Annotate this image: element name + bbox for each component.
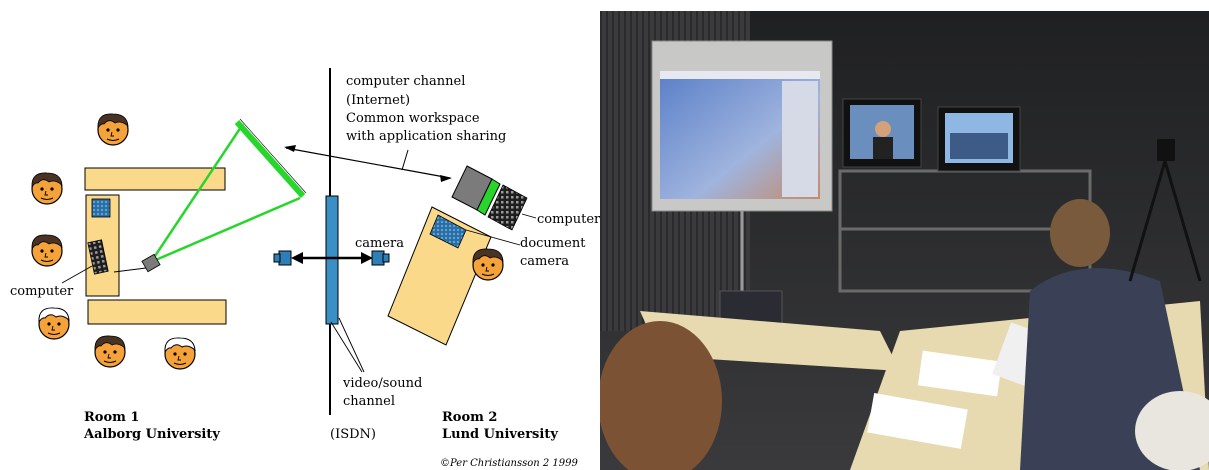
monitor-left-person — [875, 121, 891, 137]
paper-sheet — [917, 350, 1002, 397]
room1-title: Room 1 — [84, 410, 139, 425]
room1-university: Aalborg University — [83, 427, 220, 442]
room2-document-pad — [429, 214, 467, 249]
person-icon — [472, 248, 504, 281]
paper-sheet — [867, 392, 968, 449]
arrowhead-right-icon — [440, 175, 452, 182]
monitor-left-person-body — [873, 137, 893, 159]
person-right-head — [1050, 199, 1110, 267]
tripod-camera — [1157, 139, 1175, 161]
person-foreground-head — [600, 321, 722, 470]
room2-title: Room 2 — [442, 410, 497, 425]
copyright-text: ©Per Christiansson 2 1999 — [440, 458, 579, 469]
video-callout-2 — [338, 317, 365, 373]
person-icon — [94, 335, 126, 368]
computer-left-label: computer — [10, 284, 74, 299]
conference-room-photo — [600, 11, 1209, 470]
computer-callout — [521, 213, 537, 219]
room1-table-top — [84, 167, 226, 191]
room1-camera-icon — [273, 250, 292, 266]
person-icon — [97, 113, 129, 146]
projected-panel — [782, 81, 818, 197]
person-icon — [164, 337, 196, 370]
room2-computer-icon — [451, 165, 528, 231]
room2-table — [387, 206, 492, 346]
document-camera-label: camera — [520, 254, 569, 269]
computer-channel-label: computer channel — [346, 74, 465, 89]
video-callout-1 — [330, 321, 363, 373]
computer-right-label: computer — [537, 212, 600, 227]
tripod-leg — [1128, 160, 1167, 282]
projected-window-bar — [660, 71, 820, 79]
person-icon — [31, 172, 63, 205]
isdn-label: (ISDN) — [330, 427, 376, 442]
document-label: document — [520, 236, 586, 251]
computer-left-callout — [61, 265, 93, 284]
person-icon — [31, 234, 63, 267]
room2-university: Lund University — [442, 427, 558, 442]
room1-projection-screen-edge — [239, 118, 307, 194]
room1-projection-screen — [234, 120, 306, 198]
arrowhead-left-icon — [291, 252, 303, 264]
arrowhead-right-icon — [361, 252, 373, 264]
person-foreground-white-head — [1135, 391, 1209, 470]
arrowhead-left-icon — [284, 145, 296, 152]
room2-camera-icon — [371, 250, 390, 266]
workspace-callout — [401, 149, 409, 171]
projector-cable — [113, 267, 147, 273]
monitor-right-room — [950, 133, 1008, 159]
room1-projector — [141, 253, 161, 273]
internet-label: (Internet) — [346, 93, 410, 108]
application-sharing-label: with application sharing — [346, 129, 506, 144]
tripod-leg — [1163, 160, 1202, 282]
room1-keyboard — [87, 239, 109, 275]
document-camera-callout — [465, 229, 521, 246]
projector-beam-upper — [149, 123, 245, 263]
room1-document-pad — [91, 198, 111, 218]
shared-workspace-arrow — [285, 147, 451, 179]
isdn-channel-bar — [325, 195, 339, 325]
videoconference-setup-diagram: computer channel (Internet) Common works… — [10, 68, 600, 469]
person-icon — [38, 307, 70, 340]
projector-beam-lower — [150, 196, 301, 264]
channel-label: channel — [343, 394, 395, 409]
room1-table-bottom — [87, 299, 227, 325]
video-sound-label: video/sound — [342, 376, 422, 391]
common-workspace-label: Common workspace — [346, 111, 480, 126]
camera-label: camera — [355, 236, 404, 251]
